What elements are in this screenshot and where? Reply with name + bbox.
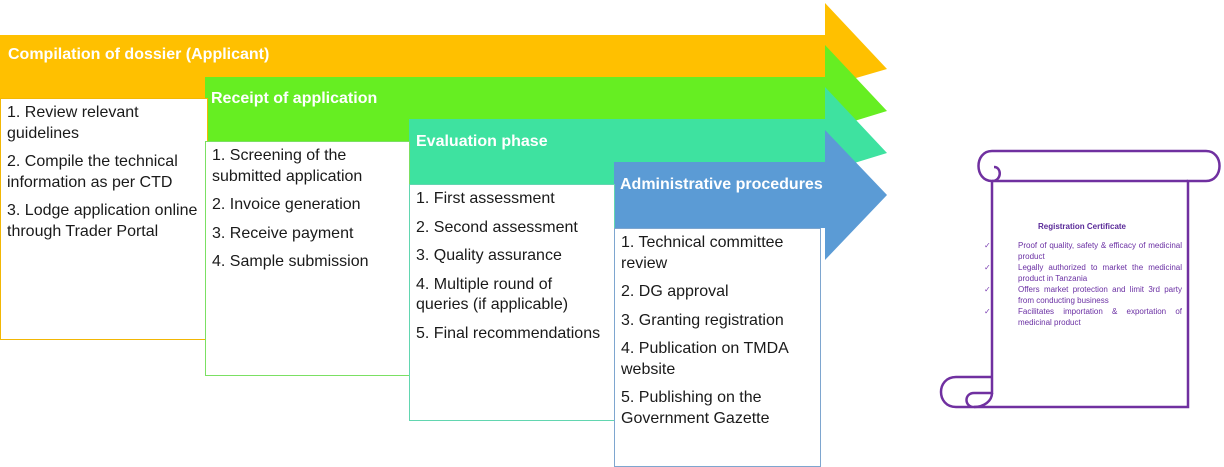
step-item: 2. Invoice generation xyxy=(212,196,361,213)
certificate-benefit-item: ✓ Facilitates importation & exportation o… xyxy=(982,307,1182,328)
stage-1-steps-box: 1. Review relevant guidelines 2. Compile… xyxy=(0,98,208,340)
registration-certificate: Registration Certificate ✓ Proof of quali… xyxy=(982,222,1182,329)
certificate-benefit-item: ✓ Proof of quality, safety & efficacy of … xyxy=(982,241,1182,262)
step-item: 4. Sample submission xyxy=(212,253,369,270)
stage-4-title: Administrative procedures xyxy=(620,176,823,193)
step-item: 2. Second assessment xyxy=(416,218,578,236)
stage-2-arrow xyxy=(205,45,887,141)
certificate-scroll-icon xyxy=(939,149,1221,409)
certificate-title: Registration Certificate xyxy=(1037,222,1127,231)
certificate-benefit-text: Legally authorized to market the medicin… xyxy=(1018,263,1182,283)
step-item: 1. Technical committee review xyxy=(621,234,784,272)
step-item: 3. Receive payment xyxy=(212,224,354,242)
step-item: 4. Publication on TMDA website xyxy=(621,340,788,378)
step-item: 5. Publishing on the Government Gazette xyxy=(621,389,770,427)
stage-3-arrow xyxy=(409,87,887,184)
certificate-benefit-text: Proof of quality, safety & efficacy of m… xyxy=(1018,241,1182,261)
stage-2-steps-box: 1. Screening of the submitted applicatio… xyxy=(205,141,410,376)
checkmark-icon: ✓ xyxy=(984,241,991,250)
step-item: 3. Lodge application online through Trad… xyxy=(7,202,198,240)
stage-4-arrow xyxy=(614,130,887,260)
step-item: 3. Granting registration xyxy=(621,311,784,329)
checkmark-icon: ✓ xyxy=(984,307,991,316)
certificate-benefit-item: ✓ Legally authorized to market the medici… xyxy=(982,263,1182,284)
step-item: 2. Compile the technical information as … xyxy=(7,153,178,191)
certificate-benefit-item: ✓ Offers market protection and limit 3rd … xyxy=(982,285,1182,306)
step-item: 2. DG approval xyxy=(621,283,729,300)
step-item: 5. Final recommendations xyxy=(416,324,601,342)
step-item: 1. Screening of the submitted applicatio… xyxy=(212,147,363,185)
certificate-benefits-list: ✓ Proof of quality, safety & efficacy of … xyxy=(982,241,1182,328)
certificate-benefit-text: Facilitates importation & exportation of… xyxy=(1018,307,1182,327)
step-item: 4. Multiple round of queries (if applica… xyxy=(416,275,569,314)
stage-1-arrow xyxy=(0,3,887,99)
stage-3-title: Evaluation phase xyxy=(416,133,548,150)
checkmark-icon: ✓ xyxy=(984,263,991,272)
step-item: 1. Review relevant guidelines xyxy=(7,104,139,142)
stage-1-title: Compilation of dossier (Applicant) xyxy=(8,46,270,63)
stage-2-title: Receipt of application xyxy=(211,90,378,107)
certificate-benefit-text: Offers market protection and limit 3rd p… xyxy=(1018,285,1182,305)
step-item: 3. Quality assurance xyxy=(416,247,562,264)
stage-3-steps-box: 1. First assessment 2. Second assessment… xyxy=(409,184,615,421)
step-item: 1. First assessment xyxy=(416,190,555,207)
stage-4-steps-box: 1. Technical committee review 2. DG appr… xyxy=(614,228,821,467)
checkmark-icon: ✓ xyxy=(984,285,991,294)
